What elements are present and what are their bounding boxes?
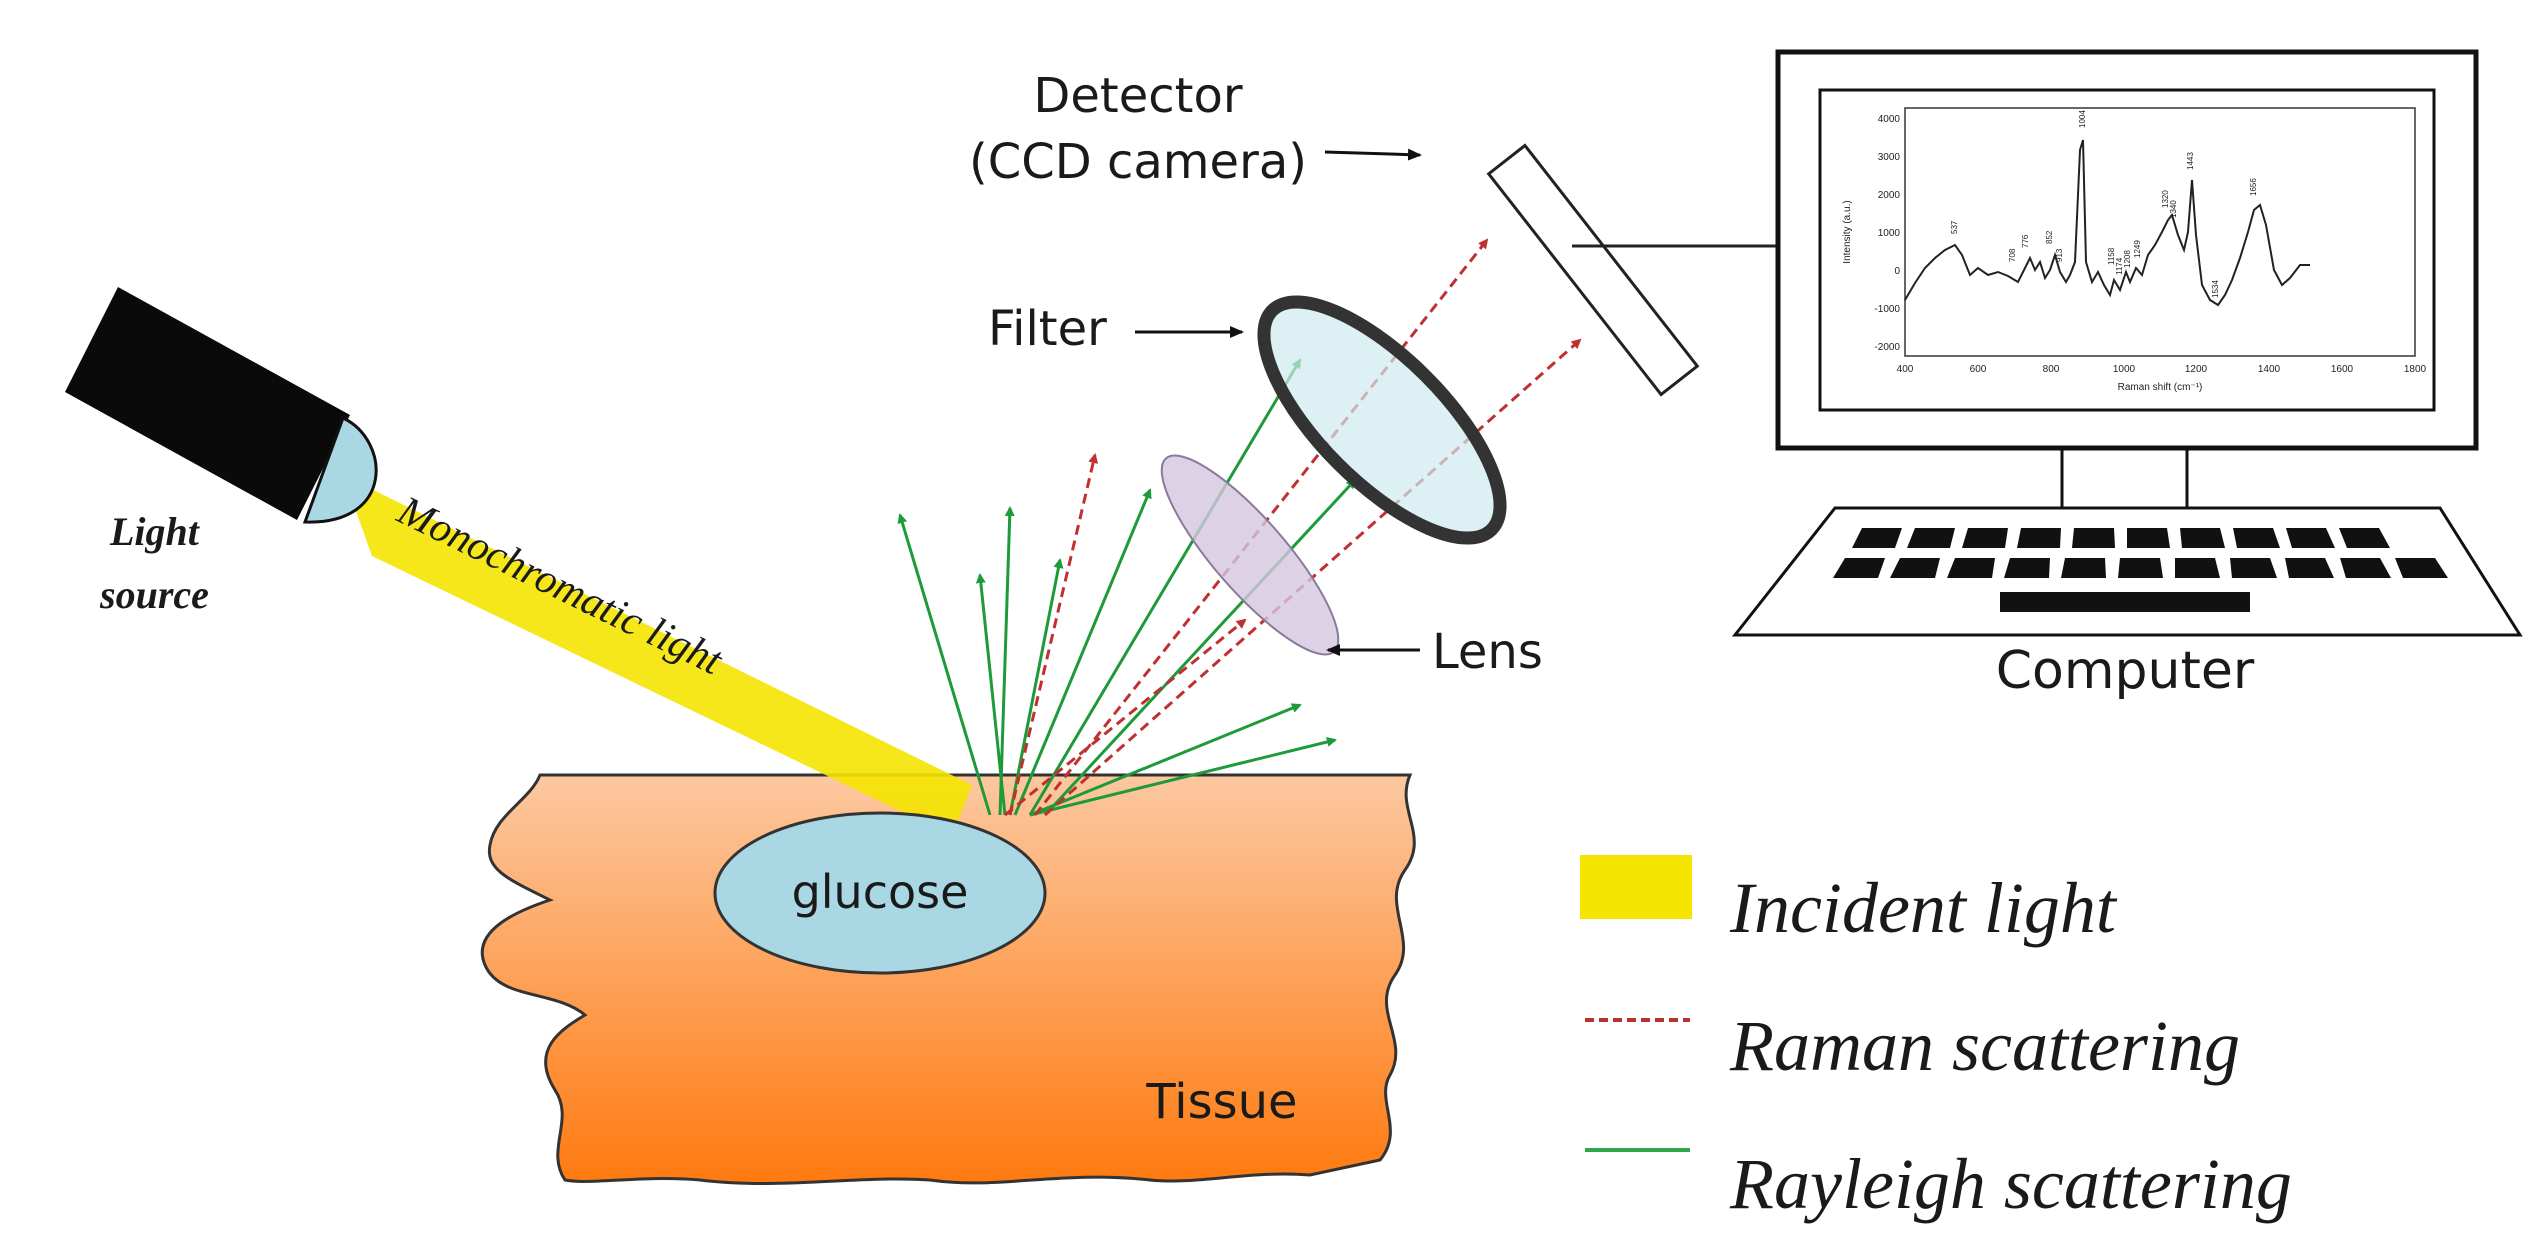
keyboard-keys (1833, 528, 2448, 612)
y-tick: -2000 (1874, 342, 1900, 353)
spectrum-line (1904, 139, 2310, 307)
peak-label: 913 (2055, 248, 2064, 262)
peak-label: 776 (2021, 234, 2030, 248)
x-tick: 1400 (2258, 364, 2281, 375)
peak-label: 708 (2008, 248, 2017, 262)
x-tick: 1200 (2185, 364, 2208, 375)
y-tick: 3000 (1878, 152, 1901, 163)
legend-raman-label: Raman scattering (1729, 1006, 2240, 1086)
x-tick: 1000 (2113, 364, 2136, 375)
peak-label: 1174 (2115, 257, 2124, 275)
peak-label: 1340 (2169, 200, 2178, 218)
y-tick: 2000 (1878, 190, 1901, 201)
peak-label: 852 (2045, 230, 2054, 244)
lens (1160, 454, 1340, 656)
legend: Incident light Raman scattering Rayleigh… (1580, 855, 2292, 1224)
peak-label: 1208 (2123, 250, 2132, 268)
detector-sublabel: (CCD camera) (969, 134, 1307, 190)
tissue-label: Tissue (1145, 1074, 1297, 1130)
light-source-label: Light (109, 509, 201, 554)
light-source-sublabel: source (99, 572, 209, 617)
spectrum-chart: 4000 3000 2000 1000 0 -1000 -2000 400 60… (1842, 107, 2427, 393)
tissue-shape (481, 773, 1416, 1186)
y-tick: 1000 (1878, 228, 1901, 239)
y-tick: 4000 (1878, 114, 1901, 125)
x-tick: 1600 (2331, 364, 2354, 375)
x-tick: 400 (1897, 364, 1914, 375)
legend-rayleigh-label: Rayleigh scattering (1729, 1144, 2292, 1224)
peak-label: 1158 (2107, 247, 2116, 265)
peak-label: 1004 (2078, 110, 2087, 128)
detector (1486, 143, 1700, 397)
legend-incident-label: Incident light (1729, 868, 2118, 948)
spectrum-ylabel: Intensity (a.u.) (1842, 200, 1853, 263)
filter-label: Filter (988, 301, 1107, 357)
y-tick: 0 (1894, 266, 1900, 277)
detector-label: Detector (1033, 68, 1242, 124)
spectrum-xlabel: Raman shift (cm⁻¹) (2118, 382, 2203, 393)
glucose-label: glucose (792, 865, 969, 919)
peak-label: 1656 (2249, 178, 2258, 196)
rayleigh-arrows (897, 358, 1357, 817)
light-source (65, 287, 378, 524)
x-tick: 1800 (2404, 364, 2427, 375)
peak-label: 1534 (2211, 280, 2220, 298)
y-tick: -1000 (1874, 304, 1900, 315)
computer-label: Computer (1996, 641, 2255, 701)
incident-beam (343, 475, 972, 836)
peak-label: 1443 (2186, 152, 2195, 170)
filter (1257, 295, 1507, 545)
peak-label: 1249 (2133, 240, 2142, 258)
pointer-arrows (1135, 148, 1422, 656)
peak-label: 537 (1950, 220, 1959, 234)
x-tick: 800 (2043, 364, 2060, 375)
lens-label: Lens (1432, 624, 1543, 680)
legend-incident-swatch (1580, 855, 1692, 919)
x-tick: 600 (1970, 364, 1987, 375)
glucose-ellipse (713, 811, 1047, 975)
peak-label: 1320 (2161, 190, 2170, 208)
computer (1731, 49, 2523, 637)
